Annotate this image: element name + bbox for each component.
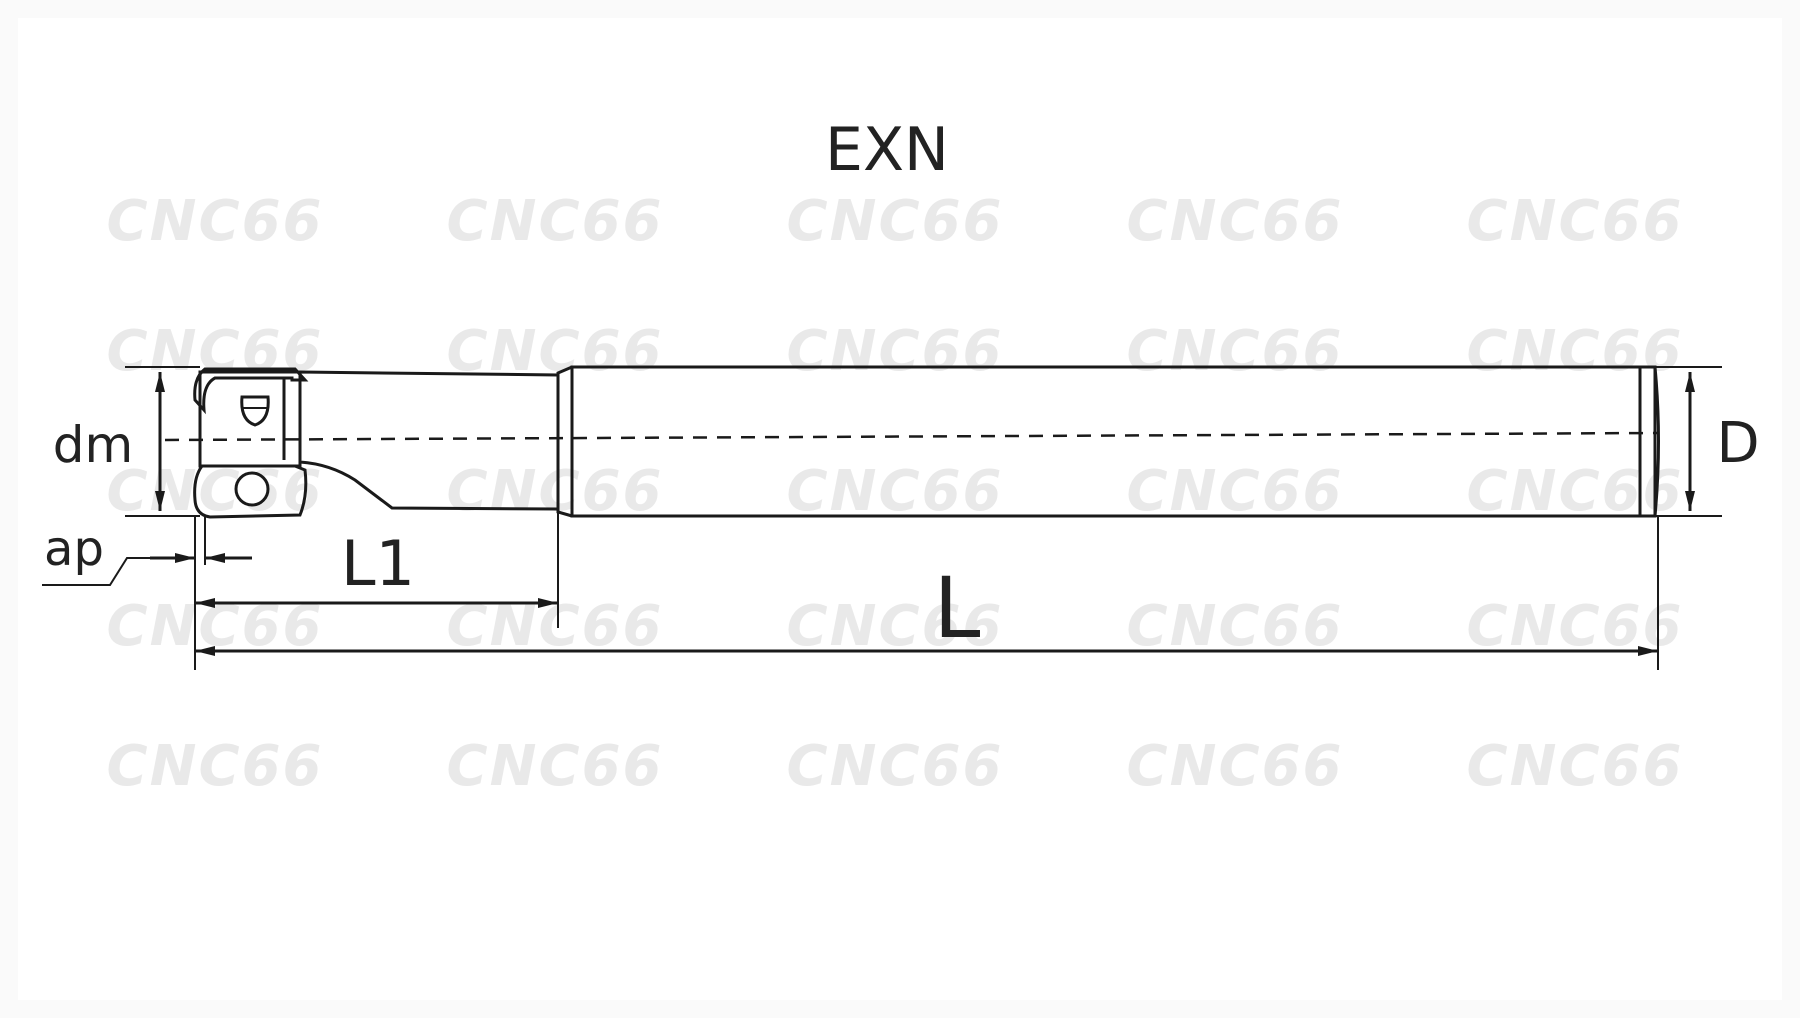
head-screw-icon — [240, 395, 270, 427]
watermark-text: CNC66 — [1127, 459, 1344, 524]
watermark-text: CNC66 — [1467, 594, 1684, 659]
ap-leader — [42, 557, 150, 586]
watermark-text: CNC66 — [1467, 734, 1684, 799]
watermark-text: CNC66 — [1127, 189, 1344, 254]
L-label: L — [934, 559, 981, 657]
watermark-text: CNC66 — [447, 734, 664, 799]
watermark-text: CNC66 — [1467, 319, 1684, 384]
dm-label: dm — [53, 416, 133, 474]
watermark-text: CNC66 — [107, 734, 324, 799]
shank-end-chamfer — [1638, 366, 1660, 517]
watermark-text: CNC66 — [107, 459, 324, 524]
watermark-text: CNC66 — [1127, 594, 1344, 659]
watermark-text: CNC66 — [787, 734, 1004, 799]
L1-label: L1 — [341, 527, 415, 600]
center-line — [164, 431, 1659, 442]
insert-screw-icon — [234, 471, 270, 507]
neck-body — [298, 370, 560, 511]
watermark-text: CNC66 — [787, 459, 1004, 524]
watermark-text: CNC66 — [107, 189, 324, 254]
watermark-text: CNC66 — [1127, 319, 1344, 384]
watermark-text: CNC66 — [447, 189, 664, 254]
watermark-text: CNC66 — [787, 319, 1004, 384]
watermark-text: CNC66 — [787, 189, 1004, 254]
shank-body — [570, 365, 1657, 518]
D-label: D — [1716, 411, 1759, 476]
watermark-text: CNC66 — [1467, 459, 1684, 524]
watermark-text: CNC66 — [1467, 189, 1684, 254]
drawing-canvas — [18, 18, 1782, 1000]
watermark-text: CNC66 — [107, 319, 324, 384]
watermark-text: CNC66 — [1127, 734, 1344, 799]
ap-label: ap — [44, 521, 104, 577]
watermark-text: CNC66 — [447, 459, 664, 524]
cutter-head — [198, 370, 302, 468]
upper-insert — [193, 367, 309, 415]
diagram-title: EXN — [825, 115, 949, 185]
lower-insert — [193, 464, 308, 519]
